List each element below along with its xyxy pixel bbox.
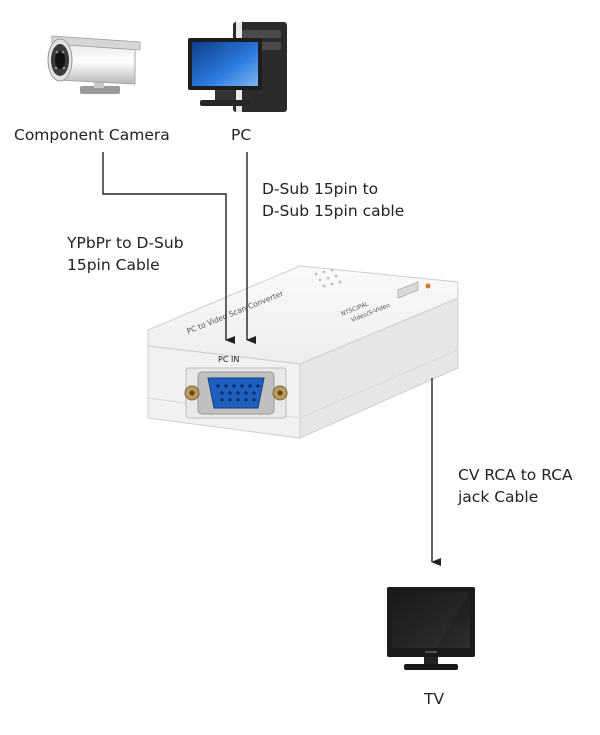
security-camera-icon: [47, 35, 141, 94]
vga-port: [184, 367, 288, 419]
port-label: PC IN: [218, 355, 239, 364]
tv-cable-label-line2: jack Cable: [458, 488, 539, 506]
tv-label: TV: [424, 690, 445, 708]
pc-cable-label-line2: D-Sub 15pin cable: [262, 202, 405, 220]
camera-cable-label-line1: YPbPr to D-Sub: [67, 234, 184, 252]
tv-cable-label: CV RCA to RCA jack Cable: [458, 464, 573, 508]
camera-cable-label-line2: 15pin Cable: [67, 256, 160, 274]
desktop-pc-icon: [188, 22, 287, 112]
pc-cable-label: D-Sub 15pin to D-Sub 15pin cable: [262, 178, 404, 222]
tv-cable-label-line1: CV RCA to RCA: [458, 466, 573, 484]
camera-label: Component Camera: [14, 126, 170, 144]
camera-cable-label: YPbPr to D-Sub 15pin Cable: [67, 232, 184, 276]
camera-cable-line: [102, 152, 235, 344]
television-icon: [387, 587, 475, 670]
pc-cable-label-line1: D-Sub 15pin to: [262, 180, 379, 198]
connection-lines: [102, 152, 441, 566]
pc-label: PC: [231, 126, 252, 144]
